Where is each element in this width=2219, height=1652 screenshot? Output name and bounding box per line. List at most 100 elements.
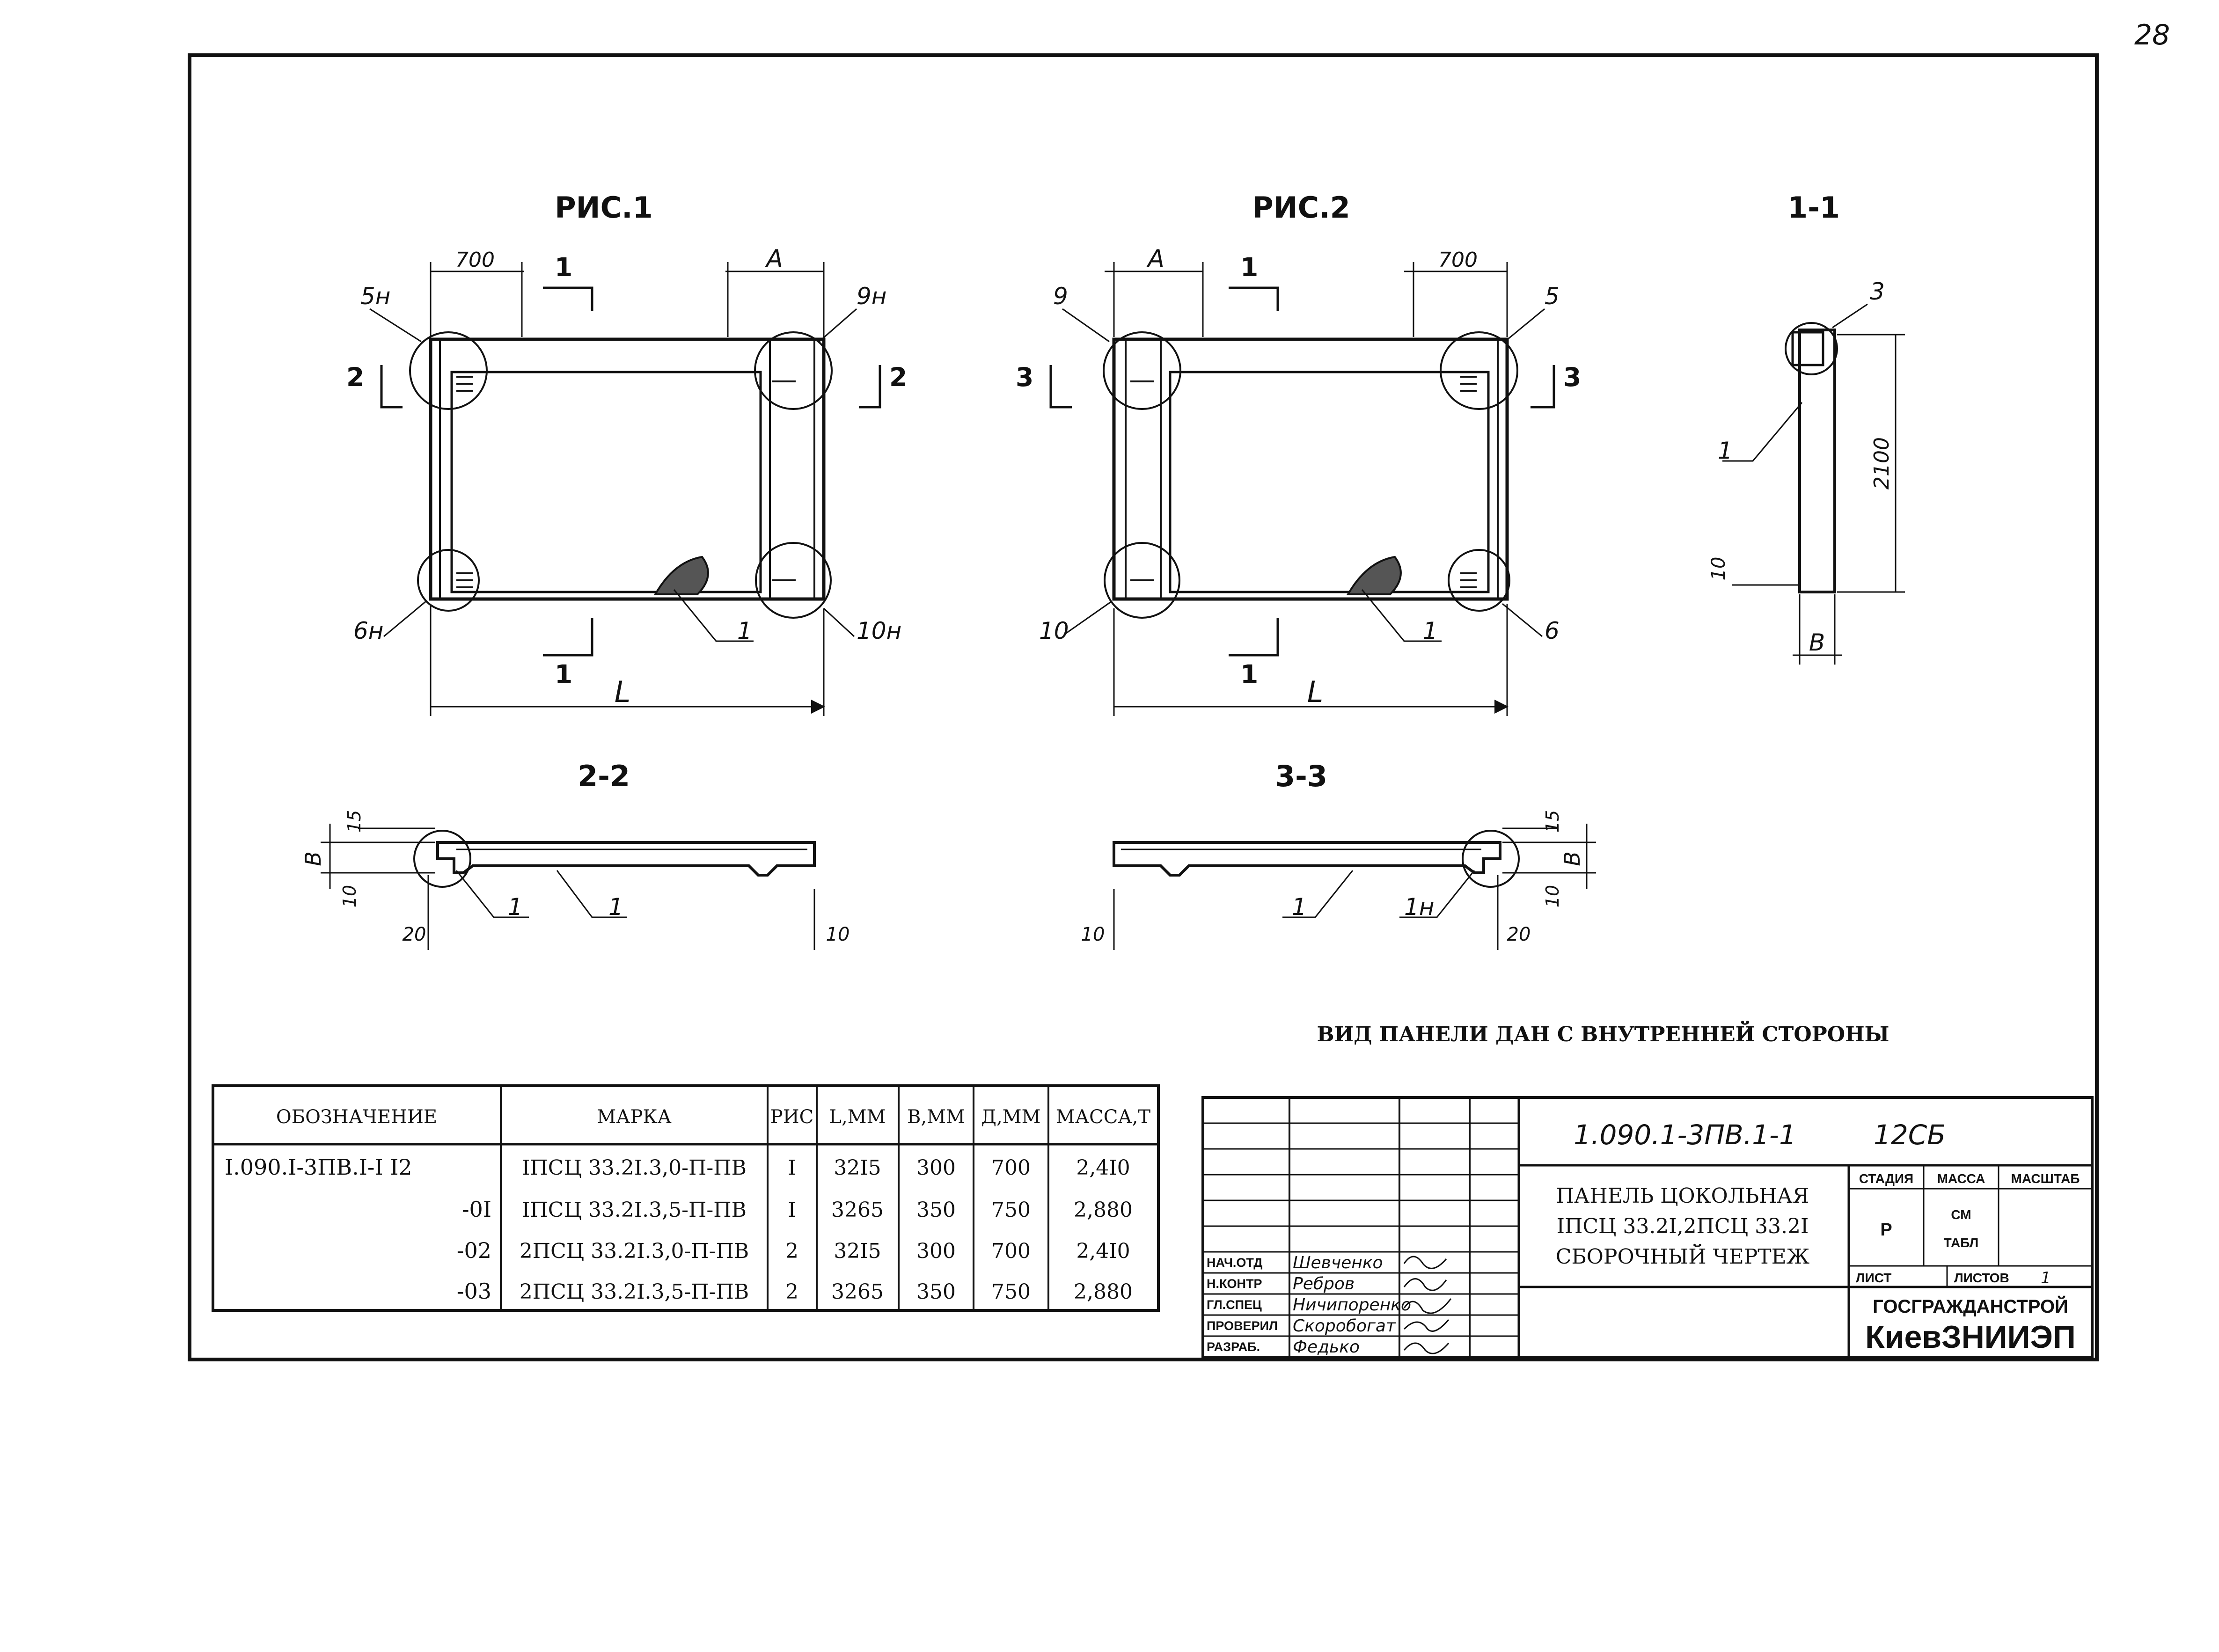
tb-name-line-3: СБОРОЧНЫЙ ЧЕРТЕЖ (1556, 1243, 1809, 1269)
view-note: ВИД ПАНЕЛИ ДАН С ВНУТРЕННЕЙ СТОРОНЫ (1317, 1020, 1889, 1046)
figure-2-dim-700: 700 (1438, 248, 1478, 272)
figure-2-leader-9 (1062, 308, 1110, 343)
signature-1 (1403, 1256, 1447, 1269)
figure-1-callout-10n: 10н (857, 617, 901, 644)
tb-code: 1.090.1-3ПВ.1-1 (1574, 1119, 1796, 1151)
figure-2-section-bottom: 1 (1240, 659, 1258, 689)
signature-4 (1403, 1319, 1450, 1332)
figure-1-dim-700: 700 (455, 248, 495, 272)
sheet-frame (188, 53, 2099, 1361)
figure-1-dim-a: А (765, 245, 783, 273)
figure-1-panel-outer (429, 337, 826, 601)
figure-2-callout-9: 9 (1053, 283, 1068, 310)
figure-2-dim-l: L (1307, 675, 1324, 709)
section-1-1-top-rib (1791, 331, 1824, 366)
figure-2-title: РИС.2 (1252, 190, 1350, 225)
section-3-3: 3-3 15 В 10 10 20 1 1н (1081, 759, 1596, 950)
figure-1-section-arrow-right (859, 365, 881, 409)
section-2-2-leader-a (455, 870, 529, 918)
spec-row-2-fig: I (788, 1198, 796, 1222)
figure-2-section-arrow-right (1531, 365, 1555, 409)
figure-1-section-arrow-left (380, 365, 403, 409)
tb-org-1: ГОСГРАЖДАНСТРОЙ (1873, 1295, 2068, 1317)
spec-table-frame (212, 1084, 1160, 1312)
section-3-3-dim-b: В (1560, 851, 1585, 866)
figure-2-leader-1 (1361, 589, 1442, 642)
spec-row-2-designation: -0I (462, 1197, 491, 1222)
figure-2-leader-6 (1502, 603, 1543, 637)
spec-row-4-mark: 2ПСЦ 33.2I.3,5-П-ПВ (520, 1280, 749, 1304)
figure-1-leader-9n (819, 308, 857, 343)
section-1-1: 1-1 3 1 2100 10 В (1708, 190, 1905, 665)
tb-role-5: РАЗРАБ. (1207, 1340, 1260, 1354)
spec-table: ОБОЗНАЧЕНИЕ МАРКА РИС L,ММ В,ММ Д,ММ МАС… (212, 1084, 1160, 1312)
spec-header-mass: МАССА,Т (1056, 1106, 1150, 1128)
section-2-2-dim-b: В (300, 851, 326, 866)
figure-2-section-top: 1 (1240, 252, 1258, 282)
spec-row-3-designation: -02 (457, 1238, 491, 1263)
figure-1-detail-5n (409, 331, 488, 410)
figure-2-section-arrow-top (1229, 286, 1279, 311)
spec-row-2-mark: IПСЦ 33.2I.3,5-П-ПВ (522, 1198, 747, 1222)
figure-1-callout-6n: 6н (353, 617, 384, 644)
section-1-1-detail-3 (1785, 322, 1838, 375)
tb-stage-value: Р (1880, 1220, 1892, 1240)
spec-row-1-fig: I (788, 1156, 796, 1180)
figure-1-dim-l: L (615, 675, 631, 709)
section-1-1-profile (1798, 329, 1836, 593)
spec-header-fig: РИС (770, 1106, 813, 1128)
section-2-2-dim-10-right: 10 (826, 924, 850, 945)
spec-row-1-l: 32I5 (834, 1156, 881, 1180)
tb-role-1: НАЧ.ОТД (1207, 1256, 1262, 1270)
page-number: 28 (2134, 19, 2170, 51)
figure-1-panel-inner (450, 371, 762, 593)
spec-row-2-d: 750 (991, 1198, 1031, 1222)
tb-name-2: Ребров (1293, 1274, 1355, 1294)
figure-2: РИС.2 А 700 1 1 3 3 9 5 10 6 1 (1016, 190, 1581, 716)
section-3-3-leader-a (1282, 870, 1354, 918)
section-3-3-dim-10-left: 10 (1081, 924, 1105, 945)
spec-row-4-l: 3265 (831, 1280, 884, 1304)
figure-1-detail-10n (755, 542, 832, 619)
figure-2-panel-outer (1112, 337, 1509, 601)
figure-1-callout-5n: 5н (360, 283, 391, 310)
spec-row-2-b: 350 (916, 1198, 956, 1222)
figure-2-detail-6 (1448, 549, 1510, 612)
spec-row-1-d: 700 (991, 1156, 1031, 1180)
spec-row-3-mark: 2ПСЦ 33.2I.3,0-П-ПВ (520, 1239, 749, 1263)
figure-2-dim-a: А (1146, 245, 1164, 273)
section-1-1-callout-1: 1 (1718, 437, 1733, 464)
section-3-3-dim-15: 15 (1542, 810, 1563, 833)
section-3-3-dim-20: 20 (1507, 924, 1531, 945)
tb-role-2: Н.КОНТР (1207, 1277, 1262, 1291)
tb-name-5: Федько (1293, 1338, 1360, 1357)
section-3-3-leader-b (1399, 870, 1475, 918)
figure-2-section-arrow-left (1049, 365, 1072, 409)
section-2-2-detail (413, 830, 471, 888)
section-2-2-title: 2-2 (578, 759, 630, 793)
section-3-3-detail (1462, 830, 1520, 888)
spec-row-3-d: 700 (991, 1239, 1031, 1263)
tb-sheet-code: 12СБ (1874, 1119, 1946, 1151)
section-2-2-callout-b: 1 (608, 893, 623, 921)
spec-header-l: L,ММ (829, 1106, 886, 1128)
figure-2-section-right: 3 (1563, 362, 1581, 392)
spec-header-mark: МАРКА (597, 1106, 671, 1128)
figure-1-leader-1 (673, 589, 754, 642)
figure-1-section-right: 2 (889, 362, 907, 392)
figure-2-panel-inner (1169, 371, 1490, 593)
spec-row-2-l: 3265 (831, 1198, 884, 1222)
figure-1-section-arrow-top (543, 286, 593, 311)
figure-1-section-left: 2 (346, 362, 364, 392)
figure-1-callout-1: 1 (737, 617, 752, 644)
figure-2-anchor-hatch (1130, 376, 1477, 588)
figure-2-lifting-loop (1346, 556, 1402, 595)
section-3-3-profile (1113, 841, 1501, 877)
tb-mass-value-2: ТАБЛ (1944, 1235, 1979, 1250)
section-3-3-callout-b: 1н (1404, 893, 1435, 921)
section-1-1-leader-1 (1722, 402, 1803, 462)
section-1-1-dim-b: В (1809, 629, 1825, 656)
spec-row-4-d: 750 (991, 1280, 1031, 1304)
spec-row-1-mark: IПСЦ 33.2I.3,0-П-ПВ (522, 1156, 747, 1180)
